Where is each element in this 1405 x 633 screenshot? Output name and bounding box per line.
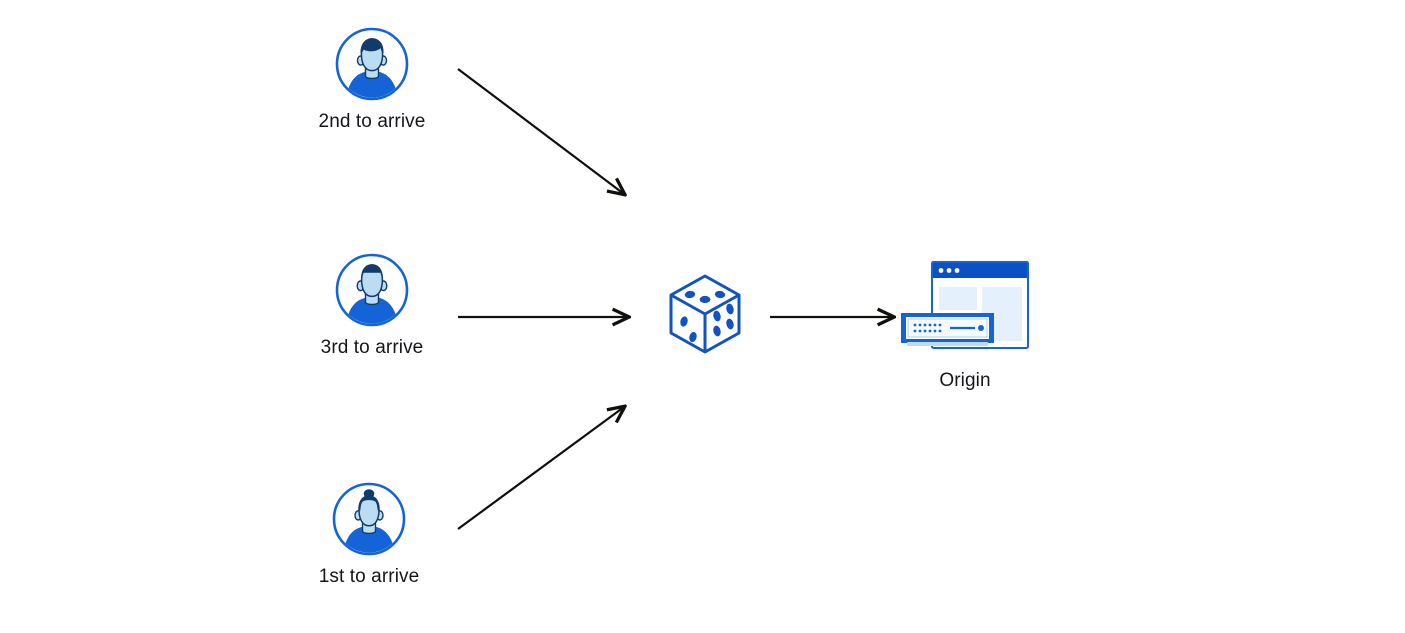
- edge-1st-to-dice: [457, 407, 624, 530]
- node-label-client-1st: 1st to arrive: [318, 566, 420, 587]
- edge-2nd-to-dice: [457, 68, 624, 194]
- server-appliance: [901, 313, 994, 346]
- node-label-origin: Origin: [939, 370, 991, 391]
- user-avatar-icon: [335, 27, 409, 101]
- node-label-client-3rd: 3rd to arrive: [320, 337, 424, 358]
- node-randomizer[interactable]: [655, 268, 755, 360]
- node-origin[interactable]: Origin: [885, 258, 1045, 393]
- dice-cube-icon: [659, 268, 751, 360]
- node-client-3rd[interactable]: 3rd to arrive: [313, 253, 431, 360]
- node-label-client-2nd: 2nd to arrive: [318, 111, 426, 132]
- user-avatar-icon: [332, 482, 406, 556]
- node-client-2nd[interactable]: 2nd to arrive: [313, 27, 431, 134]
- node-client-1st[interactable]: 1st to arrive: [310, 482, 428, 589]
- user-avatar-icon: [335, 253, 409, 327]
- origin-server-icon: [885, 258, 1045, 368]
